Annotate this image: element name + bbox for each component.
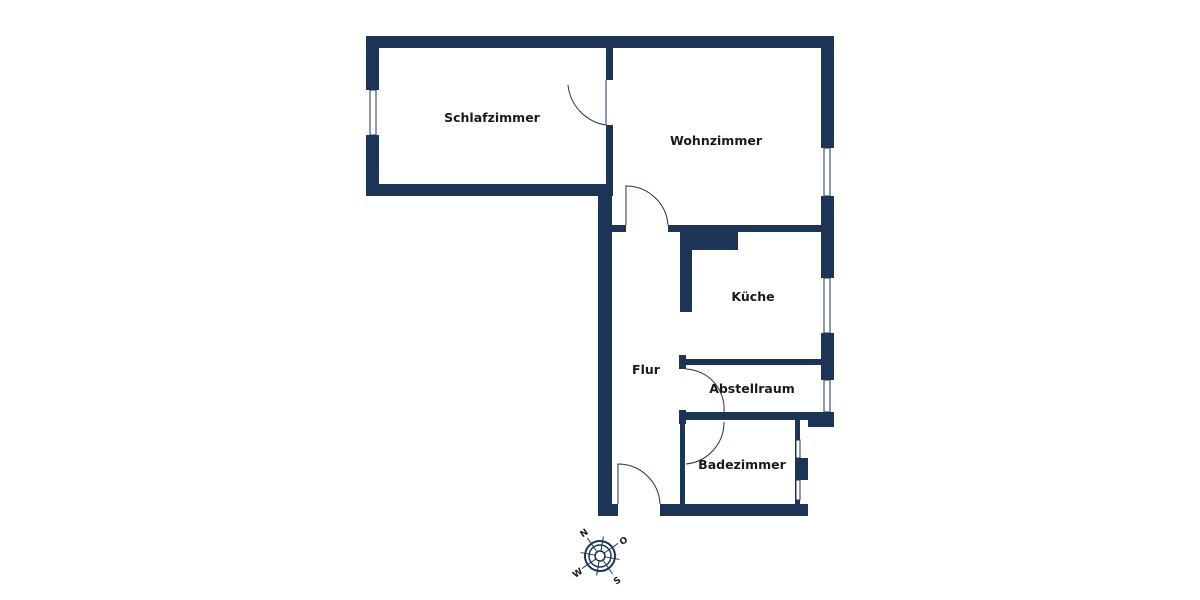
room-label-schlafzimmer: Schlafzimmer: [444, 110, 541, 125]
room-label-flur: Flur: [632, 362, 661, 377]
room-label-badezimmer: Badezimmer: [698, 457, 786, 472]
compass-south: S: [612, 575, 623, 587]
room-label-wohnzimmer: Wohnzimmer: [670, 133, 763, 148]
compass-east: O: [618, 535, 630, 548]
doors: [567, 80, 725, 505]
room-labels: Schlafzimmer Wohnzimmer Küche Flur Abste…: [444, 110, 795, 472]
compass-west: W: [571, 567, 585, 581]
compass-north: N: [579, 528, 591, 541]
room-label-kueche: Küche: [731, 289, 774, 304]
compass-rose-icon: N O S W: [571, 528, 630, 588]
room-label-abstellraum: Abstellraum: [709, 381, 795, 396]
windows: [369, 89, 831, 501]
walls: [366, 36, 834, 516]
